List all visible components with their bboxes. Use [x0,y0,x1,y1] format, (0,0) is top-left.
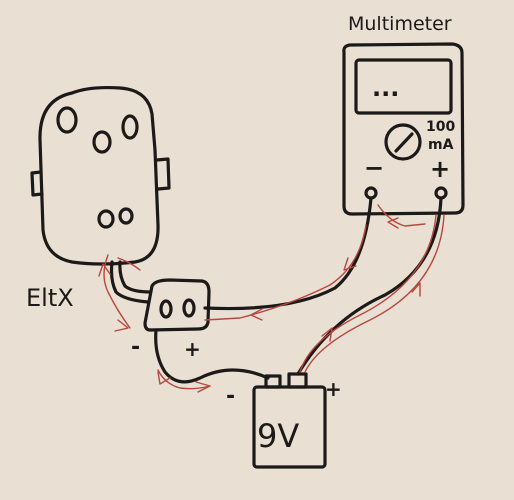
flow-arrow-battery-1 [157,371,171,385]
battery-9v: 9V - + [226,372,342,469]
range-dial [384,123,422,161]
flow-line-1 [299,214,437,373]
clip-snap-2 [182,298,196,318]
multimeter-display [354,58,453,115]
flow-arrow-battery-2 [195,381,211,393]
flow-arrow-down-1 [343,257,357,271]
flow-arrow-left-1 [250,308,263,321]
dial-pointer [394,132,414,153]
knob-1 [56,106,78,134]
wires [109,196,443,384]
pedal-body [38,85,160,266]
multimeter-body [342,42,465,216]
multimeter: Multimeter ... 100 mA − + [342,13,465,216]
range-value: 100 [426,119,455,135]
flow-arrow-up-1 [411,282,421,297]
battery-label: 9V [257,417,299,455]
range-unit: mA [428,137,454,153]
battery-plus-label: + [325,377,342,401]
current-flow [98,204,445,393]
flow-line-top [117,257,141,271]
footswitch-1 [97,209,115,229]
footswitch-2 [118,207,134,225]
flow-arrow-pedal-down [114,319,129,332]
pedal-left-tab [30,170,44,197]
battery-minus-label: - [226,384,235,409]
battery-negative-terminal [264,374,282,389]
clip-plus-label: + [184,337,201,361]
clip-snap-1 [159,299,173,319]
clip-to-battery-wire [154,328,270,384]
display-digits: ... [372,74,399,102]
clip-body [143,278,211,332]
flow-arrow-pedal-up [98,263,111,277]
clip-to-com-wire [203,196,373,311]
clip-minus-label: - [131,335,140,360]
flow-line-3 [204,224,367,321]
device-label: EltX [26,284,74,312]
flow-arrow-meter [387,217,399,229]
multimeter-title: Multimeter [348,13,452,35]
battery-clip: - + [131,278,211,361]
meter-minus-label: − [364,154,384,182]
pedal-device: EltX [26,85,171,312]
battery-to-ma-wire [296,196,443,376]
pedal-to-clip-wire-1 [109,260,150,304]
flow-line-2 [304,214,445,373]
flow-arrow-up-2 [321,327,333,342]
meter-plus-label: + [430,155,450,183]
pedal-to-clip-wire-2 [118,260,152,294]
pedal-right-tab [155,157,171,191]
flow-line-battery [157,369,211,390]
knob-2 [121,114,139,140]
knob-3 [92,130,112,154]
